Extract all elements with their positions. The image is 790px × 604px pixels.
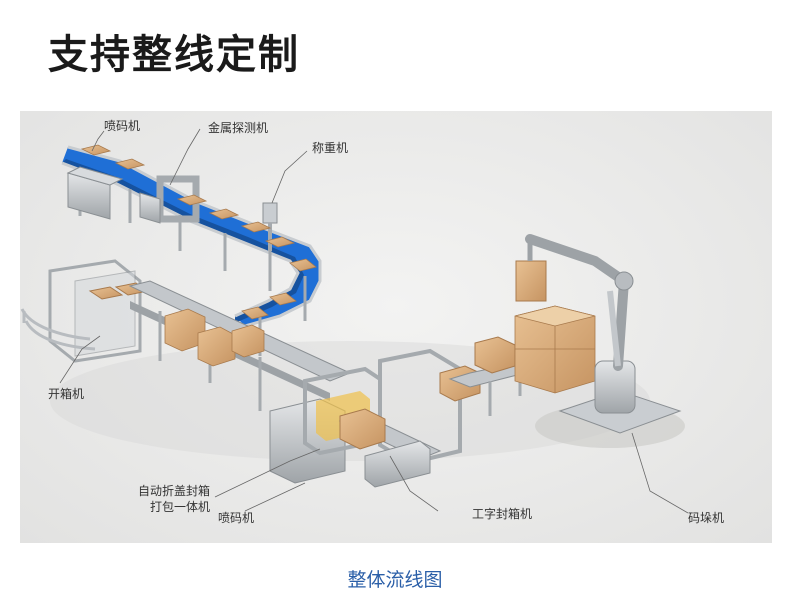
label-coding-machine-bottom: 喷码机	[218, 511, 255, 525]
palletizer-robot	[515, 234, 682, 434]
diagram-caption: 整体流线图	[347, 569, 443, 591]
production-line-illustration	[20, 128, 689, 514]
label-palletizer: 码垛机	[688, 511, 725, 525]
production-line-diagram: 喷码机 金属探测机 称重机 开箱机 自动折盖封箱 打包一体机 喷码机 工字封箱机…	[20, 111, 772, 543]
label-weigher: 称重机	[312, 141, 349, 155]
cartons-on-conveyor	[80, 144, 317, 320]
label-case-erector: 开箱机	[48, 387, 85, 401]
h-case-sealer-machine	[339, 348, 481, 488]
label-h-case-sealer: 工字封箱机	[472, 507, 533, 521]
open-cartons	[164, 308, 265, 367]
leader-lines	[59, 128, 689, 514]
label-metal-detector: 金属探测机	[208, 121, 269, 135]
outfeed-conveyor	[448, 336, 526, 416]
page-title: 支持整线定制	[48, 32, 300, 78]
pallet-stack	[514, 305, 596, 394]
label-folding-sealer-line1: 自动折盖封箱	[138, 484, 211, 498]
case-erector-machine	[20, 259, 150, 363]
label-folding-sealer-strapper: 自动折盖封箱 打包一体机	[138, 483, 210, 515]
label-folding-sealer-line2: 打包一体机	[150, 500, 211, 514]
label-coding-machine-top: 喷码机	[104, 119, 141, 133]
coder-machine-top	[66, 166, 124, 220]
